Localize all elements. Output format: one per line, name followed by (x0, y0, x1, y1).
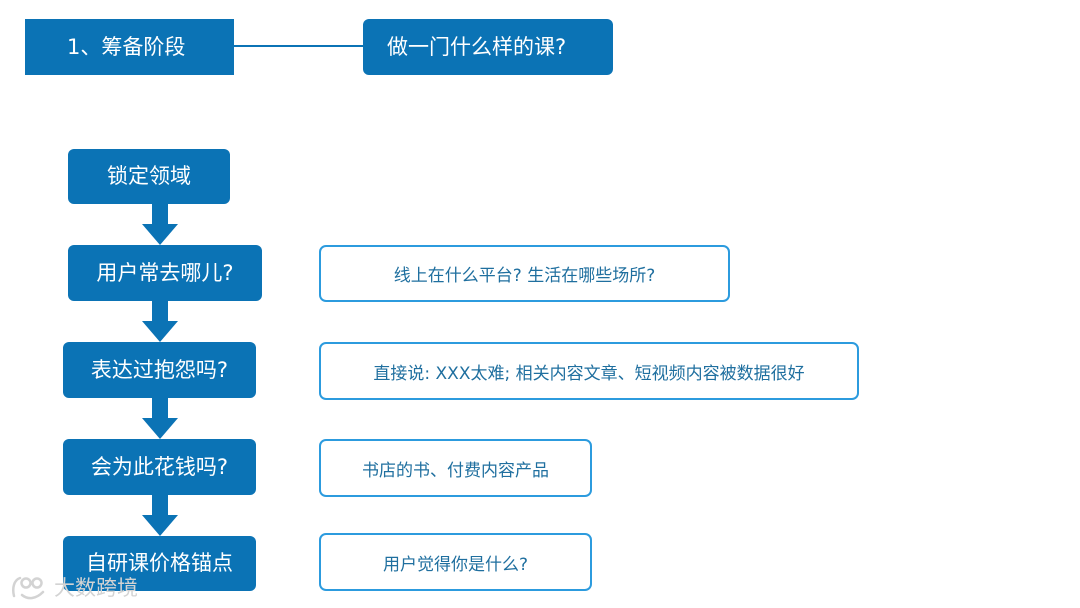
watermark: 大数跨境 (10, 572, 138, 602)
stage-connector-line (234, 45, 363, 47)
step-label: 表达过抱怨吗? (90, 357, 229, 382)
step-where-users-go: 用户常去哪儿? (68, 245, 262, 301)
down-arrow-icon (142, 204, 178, 245)
step-lock-domain: 锁定领域 (68, 149, 230, 204)
note-complaints: 直接说: XXX太难; 相关内容文章、短视频内容被数据很好 (319, 342, 859, 400)
down-arrow-icon (142, 301, 178, 342)
note-user-perception: 用户觉得你是什么? (319, 533, 592, 591)
note-text: 书店的书、付费内容产品 (362, 460, 549, 481)
note-text: 线上在什么平台? 生活在哪些场所? (393, 266, 656, 286)
step-label: 会为此花钱吗? (90, 454, 229, 479)
question-label: 做一门什么样的课? (387, 34, 567, 59)
note-platforms: 线上在什么平台? 生活在哪些场所? (319, 245, 730, 302)
step-willing-to-pay: 会为此花钱吗? (63, 439, 256, 495)
down-arrow-icon (142, 398, 178, 439)
step-complaints: 表达过抱怨吗? (63, 342, 256, 398)
step-label: 锁定领域 (107, 164, 191, 188)
step-price-anchor: 自研课价格锚点 (63, 536, 256, 591)
step-label: 用户常去哪儿? (96, 260, 234, 285)
note-text: 用户觉得你是什么? (382, 554, 529, 575)
stage-label: 1、筹备阶段 (67, 34, 186, 59)
step-label: 自研课价格锚点 (86, 551, 233, 575)
down-arrow-icon (142, 495, 178, 536)
note-paid-products: 书店的书、付费内容产品 (319, 439, 592, 497)
watermark-text: 大数跨境 (54, 576, 138, 600)
brand-logo-icon (12, 576, 45, 600)
stage-box: 1、筹备阶段 (25, 19, 234, 75)
question-box: 做一门什么样的课? (363, 19, 613, 75)
note-text: 直接说: XXX太难; 相关内容文章、短视频内容被数据很好 (373, 363, 805, 384)
